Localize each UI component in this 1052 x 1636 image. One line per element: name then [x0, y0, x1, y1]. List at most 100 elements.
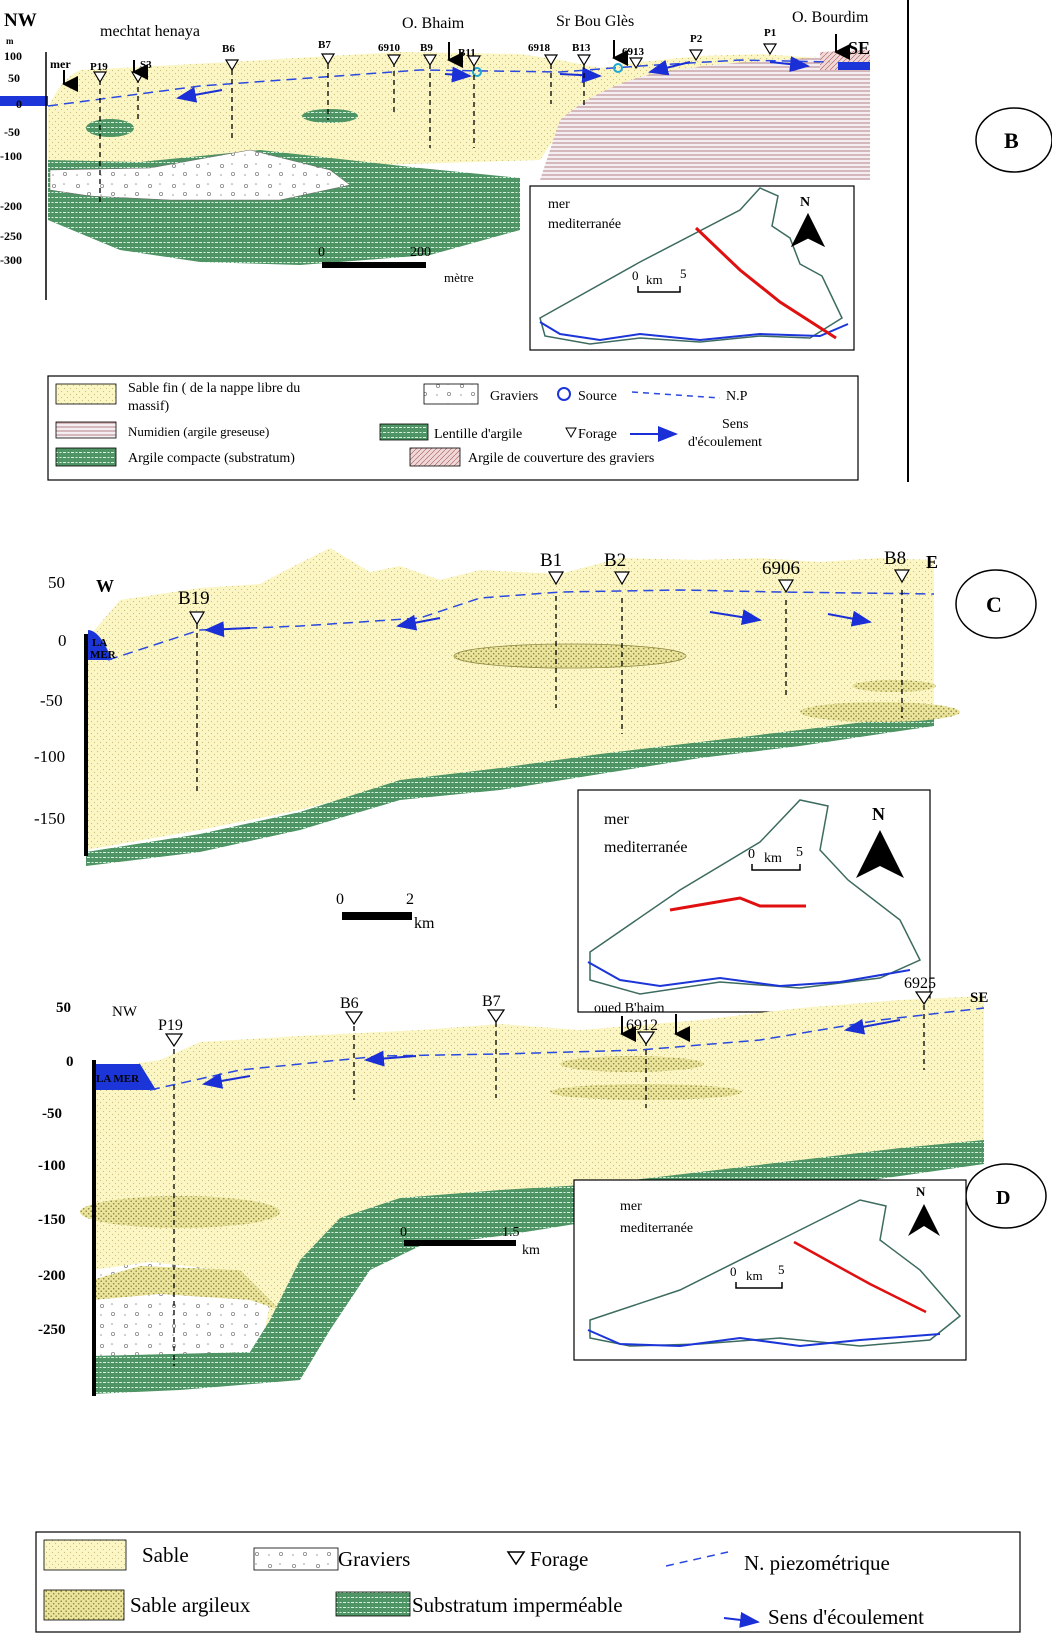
wells-b	[99, 62, 585, 206]
y-tick: 100	[4, 49, 22, 63]
legend-label: Argile compacte (substratum)	[128, 451, 295, 466]
legend-label: d'écoulement	[688, 435, 762, 450]
swatch-clay-lens	[379, 423, 429, 441]
label-mer: mer	[50, 57, 71, 71]
well-label: B9	[420, 42, 433, 54]
location-arrows	[62, 34, 850, 92]
scale-unit: km	[522, 1243, 540, 1258]
clay-lens	[86, 119, 134, 137]
y-tick: -200	[0, 199, 22, 213]
inset-km-max: 5	[796, 845, 803, 860]
scale-max: 1.5	[502, 1225, 520, 1240]
well-label: 6925	[904, 975, 936, 992]
swatch-substratum	[335, 1591, 411, 1617]
source-icon	[557, 387, 571, 401]
inset-km-zero: 0	[632, 268, 639, 283]
y-tick: -150	[34, 809, 65, 828]
unit-m: m	[6, 36, 14, 46]
y-tick: -50	[42, 1106, 62, 1122]
section-d: NW SE LA MER oued B'haim 50 0 -50 -100 -…	[38, 975, 1047, 1396]
well-label: 6918	[528, 42, 551, 54]
y-tick: -150	[38, 1212, 66, 1228]
sea-water	[0, 96, 48, 106]
well-triangles	[92, 43, 778, 84]
y-tick: 0	[16, 97, 22, 111]
clay-lens	[302, 109, 358, 123]
sandy-clay-lens	[92, 1266, 280, 1310]
inset-sea: mer	[604, 811, 630, 828]
label-sr-bou-gles: Sr Bou Glès	[556, 13, 634, 30]
y-tick: 50	[8, 71, 20, 85]
well-labels-b: P19 S3 B6 B7 6910 B9 B11 6918 B13 6913 P…	[90, 27, 776, 73]
legend-label: Substratum imperméable	[412, 1593, 623, 1617]
well-label: P19	[90, 61, 108, 73]
sea-water	[88, 630, 112, 660]
well-label: B7	[482, 993, 501, 1010]
legend-b: Sable fin ( de la nappe libre du massif)…	[47, 375, 859, 481]
piezometric-line	[149, 1007, 985, 1091]
legend-label: Sable argileux	[130, 1593, 251, 1617]
north-label: N	[916, 1184, 926, 1199]
direction-nw: NW	[4, 10, 37, 31]
swatch-sand	[43, 1539, 127, 1571]
scale-zero: 0	[336, 891, 344, 908]
y-tick: -200	[38, 1268, 66, 1284]
north-arrow-icon	[790, 212, 826, 248]
piezometric-line	[47, 59, 831, 107]
well-label: B2	[604, 550, 626, 571]
north-arrow-icon	[908, 1204, 940, 1236]
legend-label: Forage	[530, 1547, 588, 1571]
coastline	[539, 187, 843, 345]
y-tick: 50	[48, 573, 65, 592]
swatch-gravel	[253, 1547, 339, 1571]
inset-sea: mer	[620, 1199, 642, 1214]
inset-map-d: mer mediterranée N 0 km 5	[573, 1179, 967, 1361]
well-label: P2	[690, 33, 703, 45]
y-tick: -250	[38, 1322, 66, 1338]
scale-max: 2	[406, 891, 414, 908]
inset-km-unit: km	[764, 851, 782, 866]
legend-label: Numidien (argile greseuse)	[128, 424, 269, 439]
flow-arrows	[204, 609, 872, 638]
flow-arrows	[202, 1018, 901, 1089]
section-letter-circle	[975, 107, 1052, 173]
sandy-clay-lens	[550, 1084, 742, 1100]
well-label: 6912	[626, 1017, 658, 1034]
y-tick-labels: 50 0 -50 -100 -150 -200 -250	[38, 1000, 74, 1338]
well-triangles	[188, 569, 911, 626]
y-tick-labels: 100 50 0 -50 -100 -200 -250 -300	[0, 49, 22, 267]
swatch-cover-clay	[409, 447, 461, 467]
well-label: 6913	[622, 46, 645, 58]
y-tick: -100	[34, 747, 65, 766]
swatch-gravel	[423, 383, 479, 405]
scale-unit: mètre	[444, 270, 474, 285]
swatch-sandy-clay	[43, 1589, 125, 1621]
section-trace	[669, 896, 806, 912]
well-label: B11	[458, 47, 476, 59]
inset-map-b: mer mediterranée N 0 km 5	[529, 185, 855, 351]
gravel-b	[49, 149, 351, 201]
well-label: B13	[572, 42, 591, 54]
section-letter-circle	[955, 569, 1037, 639]
section-letter: C	[986, 592, 1002, 617]
legend-label: Sens d'écoulement	[768, 1605, 924, 1629]
y-tick: -250	[0, 229, 22, 243]
legend-label: Sable	[142, 1543, 189, 1567]
swatch-substratum	[55, 447, 117, 467]
well-labels-c: B19 B1 B2 6906 B8	[178, 548, 906, 609]
sand-layer	[86, 548, 934, 850]
sand-layer	[92, 996, 984, 1360]
legend-label: Sable fin ( de la nappe libre du	[128, 381, 300, 396]
river-network	[587, 1329, 941, 1348]
sandy-clay-lens	[800, 702, 960, 722]
section-left-edge	[84, 634, 88, 856]
section-left-edge	[92, 1060, 96, 1396]
legend-label: Argile de couverture des graviers	[468, 451, 654, 466]
scale-unit: km	[414, 915, 435, 932]
flow-arrows	[176, 56, 810, 103]
y-tick: -300	[0, 253, 22, 267]
well-label: B6	[340, 995, 359, 1012]
y-tick: 50	[56, 1000, 71, 1016]
label-o-bhaim: O. Bhaim	[402, 15, 465, 32]
legend-label: Sens	[722, 417, 748, 432]
